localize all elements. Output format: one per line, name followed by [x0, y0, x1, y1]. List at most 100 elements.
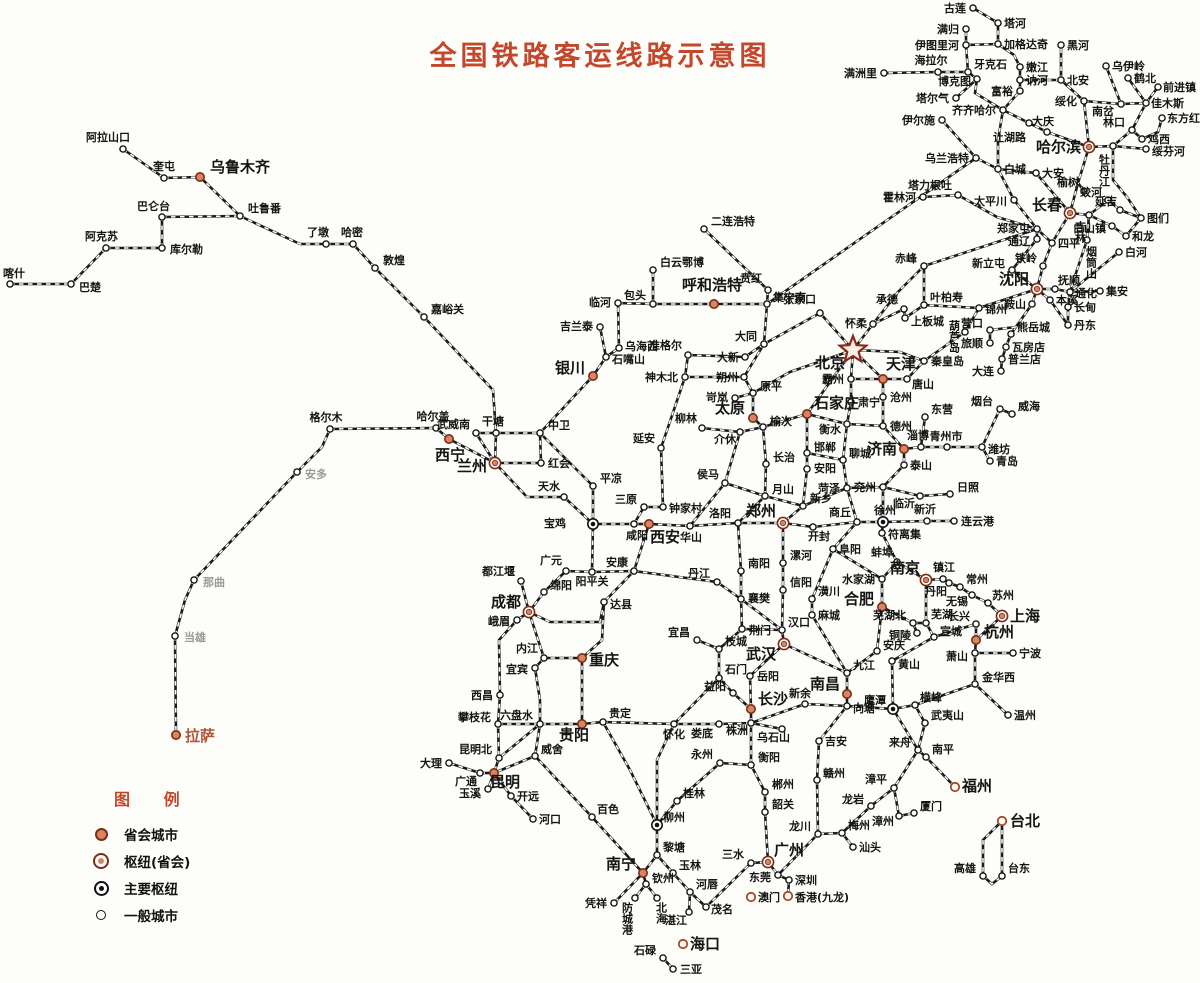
station-贵阳 [576, 718, 587, 729]
rail-line [601, 721, 659, 826]
station-西宁 [443, 433, 454, 444]
legend-item-label: 一般城市 [124, 908, 178, 925]
stations [6, 4, 1166, 973]
station-那曲 [190, 576, 198, 584]
station-铁岭 [1039, 262, 1047, 270]
rail-line [890, 660, 895, 710]
rail-line [718, 628, 743, 650]
rail-line [997, 42, 1022, 68]
station-label: 抚顺 [1058, 273, 1080, 287]
station-label: 和龙 [1132, 229, 1154, 243]
station-兰州 [488, 456, 502, 470]
station-永州 [716, 759, 724, 767]
station-开远 [507, 792, 515, 800]
station-label: 平凉 [600, 471, 622, 485]
station-label: 重庆 [589, 651, 619, 669]
station-无锡 [968, 591, 976, 599]
station-张家口 [816, 309, 824, 317]
station-太原 [747, 412, 758, 423]
station-通化 [1066, 288, 1074, 296]
station-邯郸 [803, 449, 811, 457]
station-label: 唐山 [912, 377, 934, 391]
station-阜阳 [829, 545, 837, 553]
rail-line [122, 147, 165, 180]
station-日照 [946, 490, 954, 498]
station-金华西 [971, 680, 979, 688]
rail-line [996, 109, 1005, 169]
rail-line [239, 214, 326, 246]
rail-line [925, 756, 956, 788]
rail-line [882, 464, 905, 488]
station-label: 贵阳 [559, 726, 589, 744]
rail-line [777, 833, 819, 876]
station-乌鲁木齐 [195, 172, 206, 183]
station-label: 北安 [1067, 73, 1089, 87]
station-label: 内江 [516, 641, 538, 655]
station-熊岳城 [1007, 330, 1015, 338]
rail-line [904, 303, 925, 320]
station-图们 [1137, 214, 1145, 222]
station-防城港 [631, 894, 639, 902]
station-label: 泰山 [909, 458, 932, 472]
station-label: 广州 [774, 841, 804, 859]
station-烟筒山 [1083, 236, 1091, 244]
station-label: 当雄 [184, 630, 206, 644]
station-霍林河 [919, 193, 927, 201]
station-漳州 [895, 812, 903, 820]
rail-line [812, 520, 858, 529]
station-label: 乌鲁木齐 [210, 158, 271, 176]
station-label: 霍林河 [883, 190, 916, 204]
station-白河 [1115, 248, 1123, 256]
rail-line [806, 412, 848, 426]
station-连云港 [950, 517, 958, 525]
station-银川 [587, 370, 598, 381]
rail-line [801, 468, 809, 507]
station-玉林 [669, 869, 677, 877]
rail-line [749, 764, 767, 793]
legend-item-label: 省会城市 [124, 827, 178, 844]
legend: 图 例 省会城市枢纽(省会)主要枢纽一般城市 [92, 786, 194, 928]
station-西安 [643, 518, 654, 529]
station-朔州 [740, 373, 748, 381]
station-label: 乌伊岭 [1112, 59, 1145, 73]
rail-line [676, 762, 721, 802]
station-三水 [747, 859, 755, 867]
station-洛阳 [734, 519, 742, 527]
rail-line [581, 601, 606, 659]
station-瓦房店 [1002, 343, 1010, 351]
rail-line [846, 422, 884, 428]
station-郑家屯 [1033, 225, 1041, 233]
station-郑州 [776, 516, 790, 530]
station-label: 大连 [972, 364, 995, 378]
station-赣州 [813, 776, 821, 784]
station-普兰店 [998, 355, 1006, 363]
station-label: 大同 [735, 329, 757, 343]
rail-line [1069, 250, 1120, 294]
rail-line [496, 723, 501, 759]
station-钦州 [642, 880, 650, 888]
rail-line [1120, 101, 1147, 106]
station-蛟河 [1104, 196, 1112, 204]
rail-line [613, 872, 644, 904]
rail-line [841, 423, 849, 461]
station-中卫 [536, 429, 544, 437]
station-label: 呼和浩特 [682, 276, 742, 294]
station-label: 延安 [632, 431, 655, 445]
station-label: 格尔木 [310, 410, 344, 424]
station-label: 咸阳 [626, 528, 648, 542]
station-漳平 [890, 784, 898, 792]
station-库尔勒 [158, 244, 166, 252]
station-label: 榆树 [1057, 175, 1079, 189]
station-label: 讷河 [1026, 73, 1048, 87]
station-label: 塔尔气 [916, 91, 949, 105]
station-泰山 [900, 461, 908, 469]
station-label: 南岔 [1092, 104, 1115, 118]
rail-line [922, 193, 959, 199]
station-宝鸡 [586, 517, 599, 530]
station-label: 新余 [789, 686, 812, 700]
station-武汉 [777, 637, 791, 651]
station-娄底 [715, 720, 723, 728]
station-label: 凭祥 [584, 896, 607, 910]
rail-line [846, 704, 894, 711]
station-label: 牙克石 [974, 57, 1007, 71]
